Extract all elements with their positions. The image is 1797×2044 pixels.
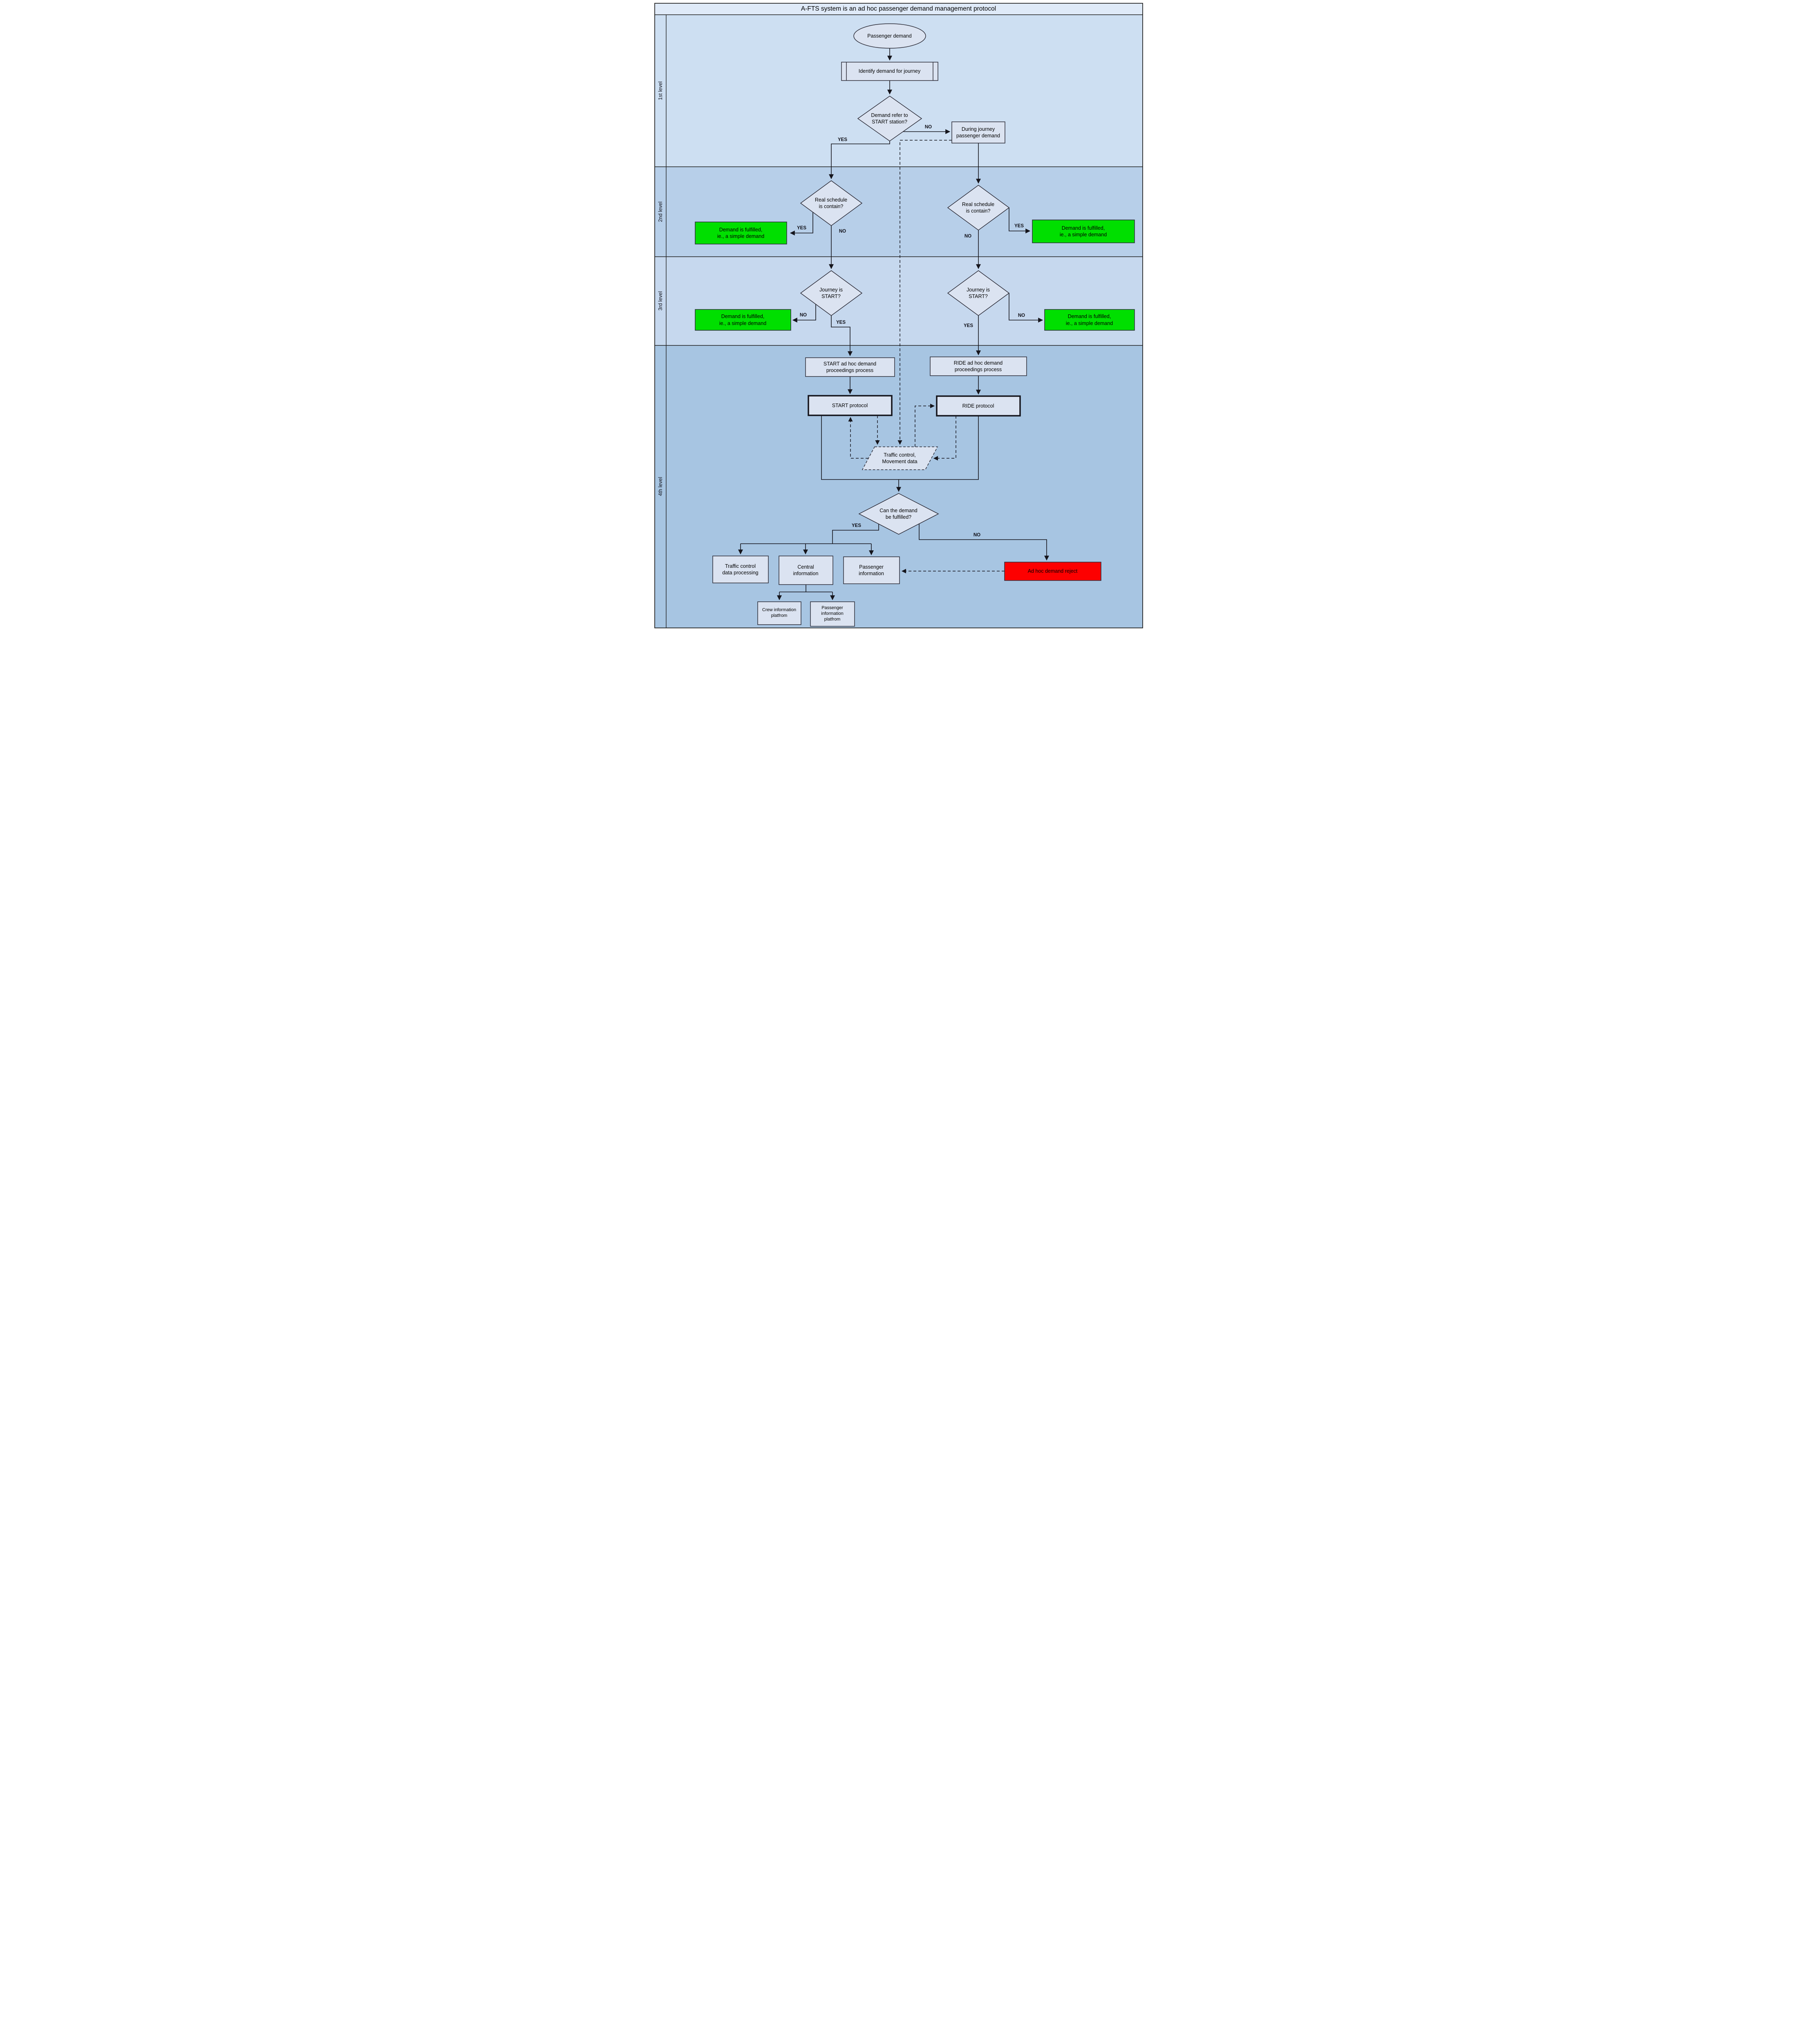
label-adhoc-reject: Ad hoc demand reject: [1027, 568, 1078, 574]
decision-real-schedule-left: [800, 180, 862, 226]
tag-no-left3: NO: [799, 313, 807, 318]
arrow-yes-to-fulfilled-right2: [1008, 208, 1030, 233]
tag-no-level4: NO: [973, 533, 981, 538]
arrow-no-to-reject: [918, 524, 1049, 561]
label-ride-adhoc: RIDE ad hoc demand proceedings process: [953, 360, 1003, 372]
arrow-yes-to-start-process: [830, 316, 853, 356]
result-fulfilled-left2: [694, 222, 787, 244]
flowchart-svg: [654, 3, 1143, 628]
decision-journey-start-left: [800, 270, 862, 316]
tag-no-right2: NO: [964, 234, 972, 239]
process-identify-demand: [841, 62, 938, 81]
label-passenger-platform: Passenger information platfrom: [821, 605, 844, 622]
arrow-no-to-fulfilled-right3: [1008, 293, 1043, 323]
lane-3rd-level: [654, 256, 1143, 346]
label-journey-start-right: Journey is START?: [967, 287, 990, 299]
label-start-protocol: START protocol: [832, 402, 868, 408]
process-crew-platform: [757, 601, 801, 625]
tag-yes-right2: YES: [1014, 224, 1024, 229]
process-start-adhoc: [805, 357, 895, 377]
label-crew-platform: Crew information platfrom: [762, 607, 797, 618]
tag-yes-left3: YES: [836, 320, 846, 325]
tag-yes-level4: YES: [851, 523, 861, 528]
label-journey-start-left: Journey is START?: [819, 287, 843, 299]
arrow-no-to-fulfilled-left3: [792, 304, 816, 323]
protocol-start: [807, 395, 893, 416]
line-yes-feed: [832, 524, 879, 544]
label-passenger-demand: Passenger demand: [867, 33, 912, 39]
process-passenger-platform: [810, 601, 855, 627]
diagram-title: A-FTS system is an ad hoc passenger dema…: [801, 5, 996, 12]
tag-yes-level1: YES: [837, 137, 847, 142]
process-central-info: [778, 556, 833, 585]
result-fulfilled-right3: [1044, 309, 1135, 331]
label-real-schedule-left: Real schedule is contain?: [815, 197, 848, 209]
lane-label-2nd: 2nd level: [657, 201, 663, 222]
process-ride-adhoc: [929, 356, 1027, 376]
data-traffic-movement: [862, 446, 938, 470]
dashed-data-to-start: [848, 417, 868, 459]
arrow-merge-to-decision: [821, 415, 901, 492]
label-fulfilled-right3: Demand is fulfilled, ie., a simple deman…: [1065, 314, 1113, 326]
decision-demand-refer-start: [857, 96, 922, 141]
label-fulfilled-left3: Demand is fulfilled, ie., a simple deman…: [719, 314, 767, 326]
outer-border: [654, 3, 1143, 628]
tag-yes-left2: YES: [797, 226, 806, 231]
label-demand-refer: Demand refer to START station?: [871, 112, 908, 125]
flowchart-canvas: A-FTS system is an ad hoc passenger dema…: [651, 0, 1146, 631]
title-bar: [654, 3, 1143, 15]
process-passenger-info: [843, 556, 900, 584]
label-central-info: Central information: [793, 564, 819, 576]
decision-can-fulfilled: [858, 493, 939, 535]
tag-yes-right3: YES: [963, 323, 973, 328]
label-fulfilled-left2: Demand is fulfilled, ie., a simple deman…: [717, 226, 765, 239]
tag-no-left2: NO: [839, 229, 846, 234]
dashed-data-to-ride: [914, 403, 935, 447]
lane-label-4th: 4th level: [657, 477, 663, 496]
label-can-fulfilled: Can the demand be fulfilled?: [879, 507, 918, 520]
label-ride-protocol: RIDE protocol: [962, 403, 994, 409]
label-during-journey: During journey passenger demand: [956, 126, 1000, 139]
lane-label-3rd: 3rd level: [657, 291, 663, 311]
label-real-schedule-right: Real schedule is contain?: [962, 201, 995, 214]
lane-label-1st: 1st level: [657, 81, 663, 100]
tag-no-level1: NO: [924, 125, 932, 130]
result-fulfilled-right2: [1032, 220, 1135, 243]
decision-journey-start-right: [947, 270, 1009, 316]
terminator-passenger-demand: [853, 23, 926, 49]
tag-no-right3: NO: [1018, 313, 1025, 318]
arrow-yes-to-fulfilled-left2: [790, 212, 813, 235]
protocol-ride: [935, 395, 1021, 417]
arrow-yes-to-schedule-left: [828, 141, 890, 179]
line-ride-merge: [898, 416, 979, 480]
process-traffic-dp: [712, 556, 769, 583]
decision-real-schedule-right: [947, 185, 1009, 231]
process-during-journey: [951, 121, 1005, 143]
label-identify-demand: Identify demand for journey: [858, 68, 921, 74]
label-passenger-info: Passenger information: [859, 564, 884, 576]
result-fulfilled-left3: [694, 309, 791, 331]
label-start-adhoc: START ad hoc demand proceedings process: [823, 361, 877, 373]
label-traffic-dp: Traffic control data processing: [722, 563, 759, 576]
dashed-during-journey-to-data: [897, 140, 952, 445]
label-fulfilled-right2: Demand is fulfilled, ie., a simple deman…: [1059, 225, 1107, 238]
label-traffic-movement: Traffic control, Movement data: [882, 452, 918, 464]
result-adhoc-reject: [1004, 562, 1101, 581]
